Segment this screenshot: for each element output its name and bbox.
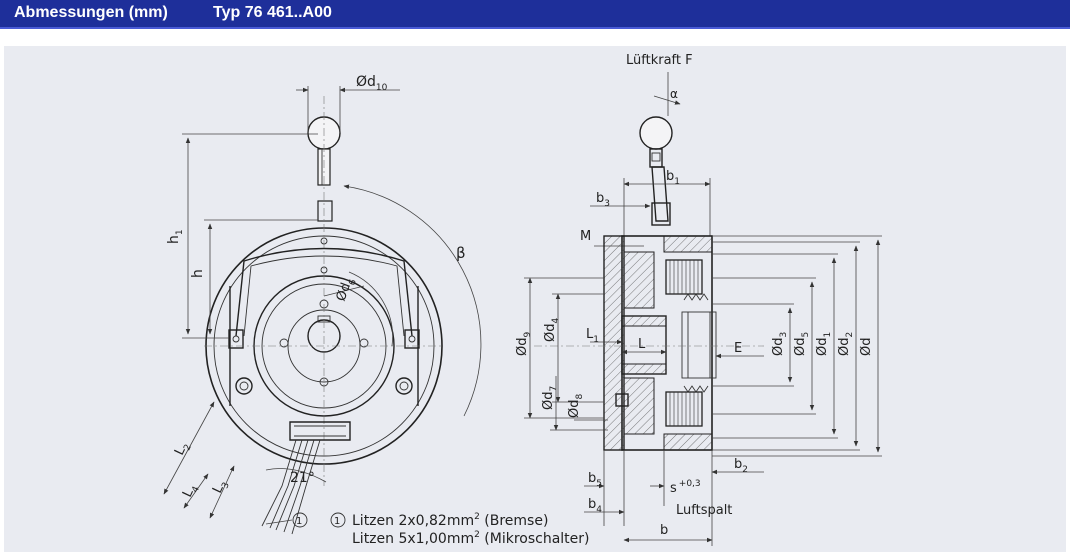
legend: 1 Litzen 2x0,82mm2 (Bremse) Litzen 5x1,0… xyxy=(330,512,590,547)
label-M: M xyxy=(580,229,591,244)
legend-line-microswitch: Litzen 5x1,00mm2 (Mikroschalter) xyxy=(352,530,590,547)
technical-drawing: Ød10 xyxy=(163,53,882,547)
legend-marker-number: 1 xyxy=(334,516,340,527)
drawing-panel: Ød10 xyxy=(4,46,1066,552)
side-lever-ball xyxy=(639,116,673,150)
release-bow xyxy=(235,247,413,337)
callout-1-number: 1 xyxy=(296,516,302,527)
label-angle-21: 21° xyxy=(290,470,315,486)
label-d7: Ød7 xyxy=(541,386,559,410)
cable-gland xyxy=(289,421,351,441)
label-d: Ød xyxy=(859,338,874,356)
label-L3: L3 xyxy=(210,478,232,497)
label-b5: b5 xyxy=(588,471,602,489)
label-L: L xyxy=(638,337,646,352)
callout-1-circle xyxy=(292,512,308,528)
label-b: b xyxy=(660,523,668,538)
label-b3: b3 xyxy=(596,191,610,209)
label-L1: L1 xyxy=(586,327,599,345)
label-d1: Ød1 xyxy=(815,332,833,356)
label-b4: b4 xyxy=(588,497,602,515)
legend-marker-circle xyxy=(330,512,346,528)
label-d8: Ød8 xyxy=(567,394,585,418)
label-d10: Ød10 xyxy=(356,74,388,93)
label-d6: Ød6 xyxy=(334,275,359,304)
front-view: Ød10 xyxy=(163,74,482,535)
beta-arc xyxy=(343,184,482,417)
coil-lower xyxy=(665,391,703,427)
label-L2: L2 xyxy=(172,440,194,459)
label-d5: Ød5 xyxy=(793,332,811,356)
label-b2: b2 xyxy=(734,457,748,475)
label-h1: h1 xyxy=(166,229,185,244)
label-d3: Ød3 xyxy=(771,332,789,356)
label-beta: β xyxy=(456,244,466,262)
label-d9: Ød9 xyxy=(515,332,533,356)
label-luftspalt: Luftspalt xyxy=(676,503,732,518)
header-title-type: Typ 76 461..A00 xyxy=(213,4,332,21)
cable-bundle xyxy=(261,439,321,535)
label-d2: Ød2 xyxy=(837,332,855,356)
label-L4: L4 xyxy=(180,481,202,501)
label-E: E xyxy=(734,341,742,356)
label-alpha: α xyxy=(670,87,678,101)
label-d4: Ød4 xyxy=(543,318,561,342)
side-view: Lüftkraft F α b1 b3 M xyxy=(515,53,882,546)
header-title-dimensions: Abmessungen (mm) xyxy=(14,4,168,21)
label-b1: b1 xyxy=(666,169,680,187)
label-h: h xyxy=(190,269,206,278)
coil-upper xyxy=(665,259,703,295)
legend-line-brake: Litzen 2x0,82mm2 (Bremse) xyxy=(352,512,548,529)
label-s: s+0,3 xyxy=(670,479,701,496)
lever-stem xyxy=(317,200,333,222)
header-bar: Abmessungen (mm) Typ 76 461..A00 xyxy=(0,0,1070,29)
label-release-force: Lüftkraft F xyxy=(626,53,693,68)
